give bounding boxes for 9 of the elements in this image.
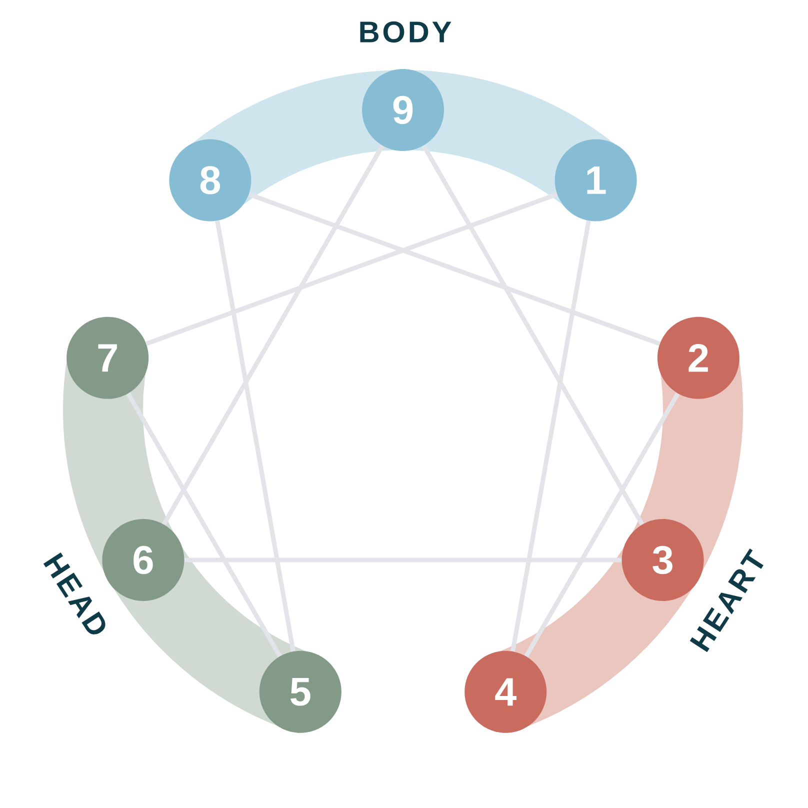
connector-line (184, 558, 622, 562)
connector-line (162, 144, 384, 526)
connector-line (524, 392, 680, 658)
connector-line (126, 392, 282, 658)
connector-line (146, 192, 558, 346)
connector-line (422, 144, 644, 526)
connector-line (248, 192, 660, 346)
connector-line (510, 220, 591, 652)
connector-line (215, 220, 296, 652)
